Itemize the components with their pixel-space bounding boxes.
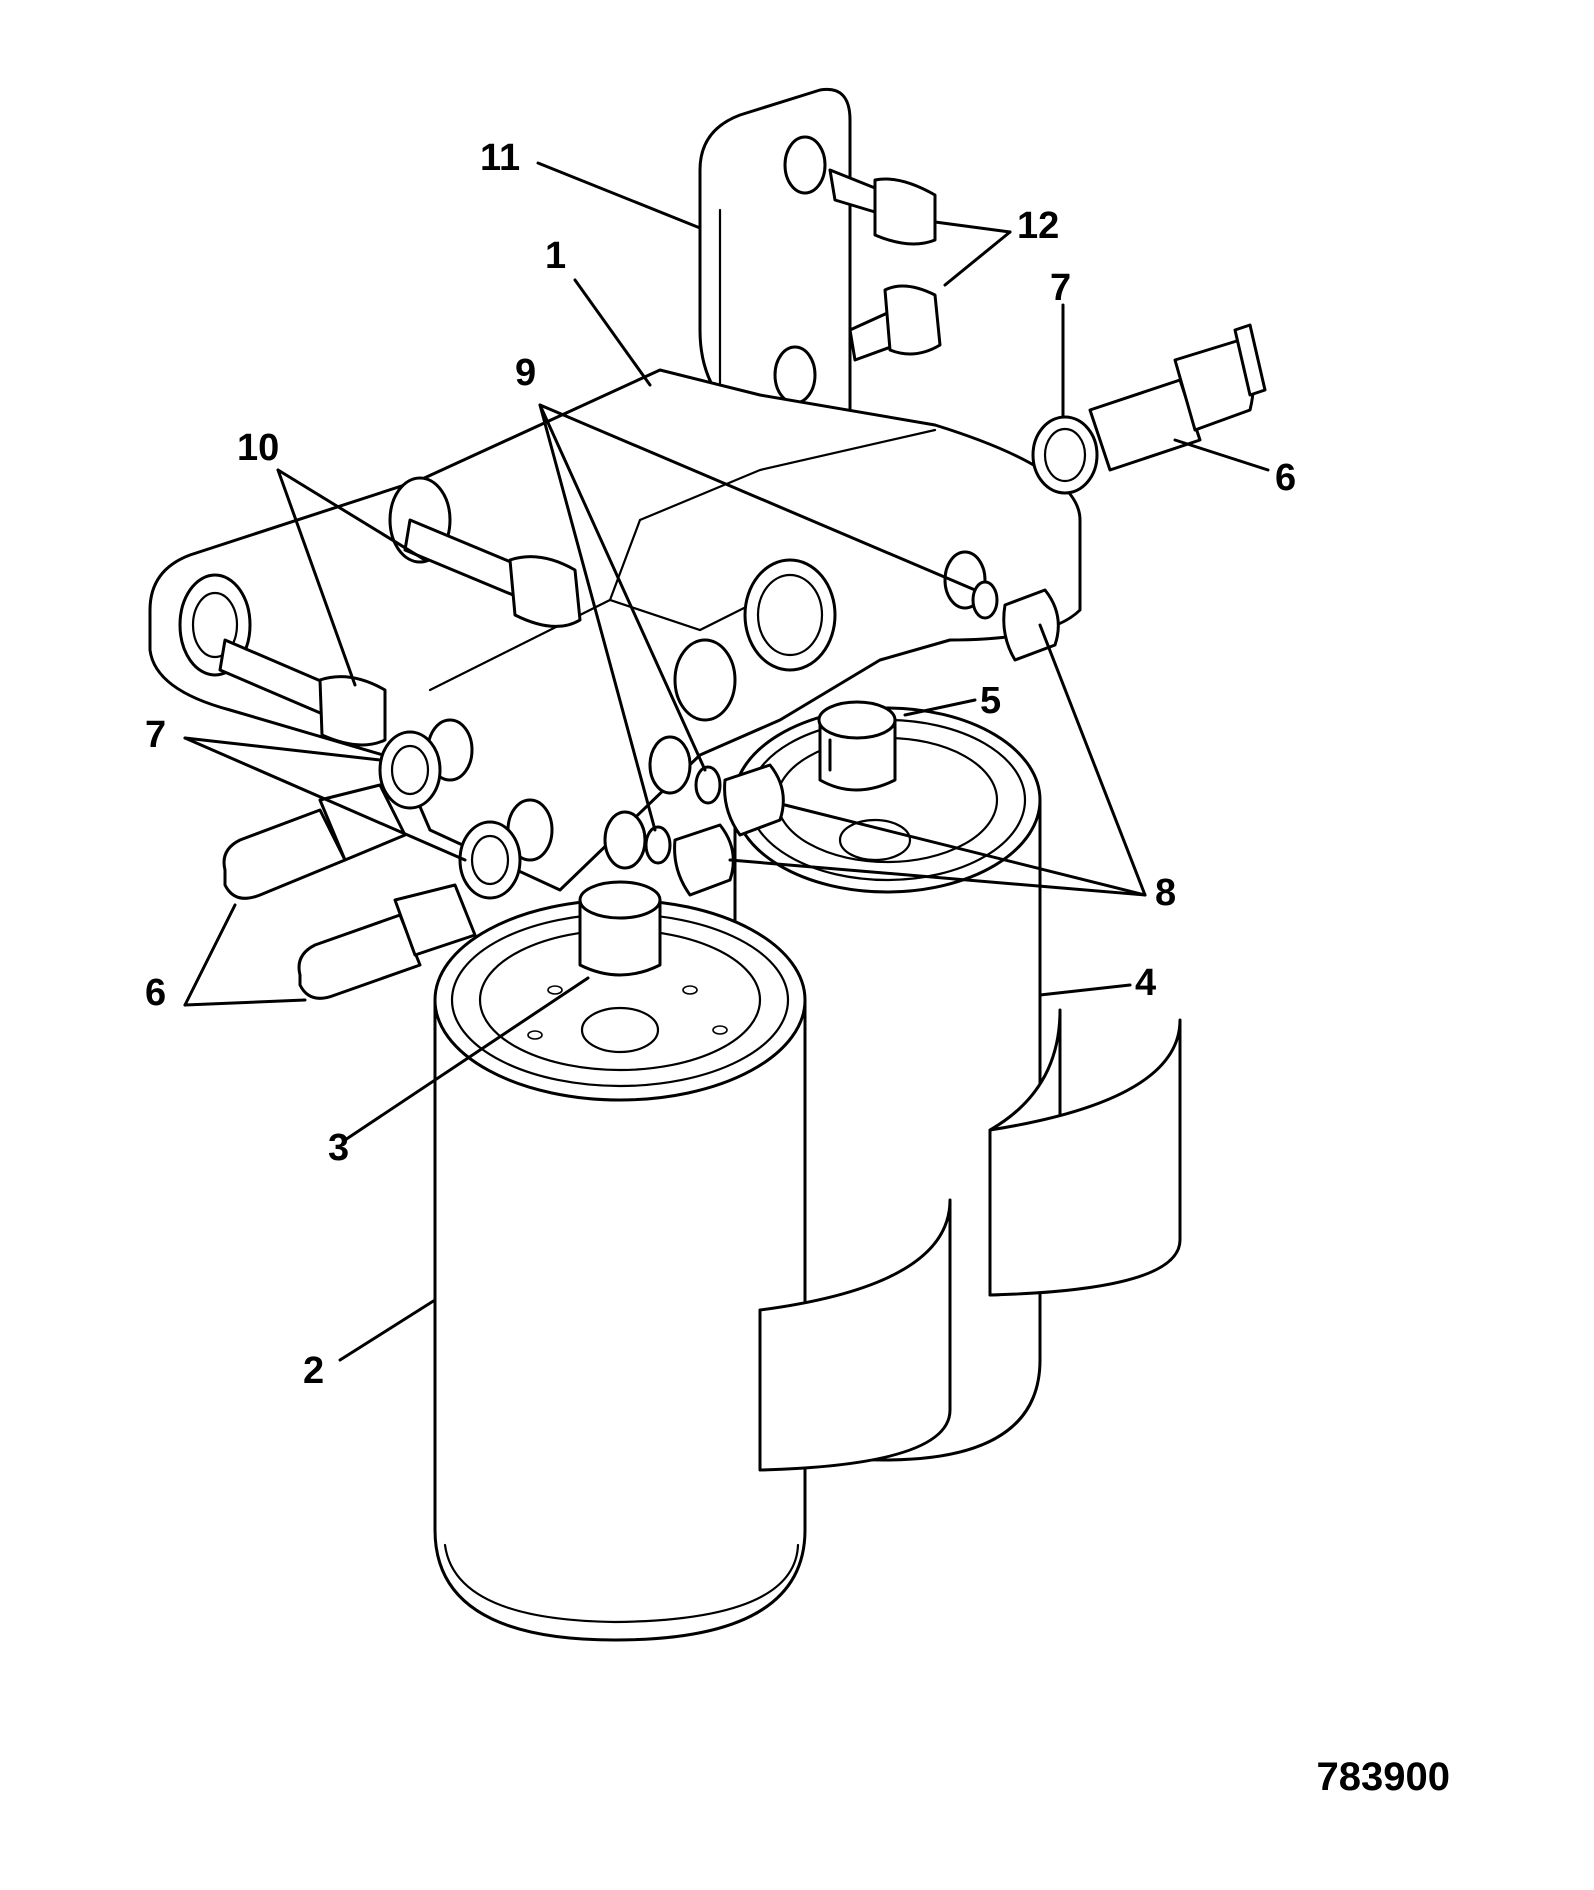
bracket-bolts — [828, 168, 942, 362]
figure-id: 783900 — [1317, 1755, 1450, 1799]
front-threaded-adaptor — [578, 880, 662, 977]
callout-11: 11 — [480, 137, 520, 179]
blanking-plugs — [673, 588, 1060, 897]
callout-6-left: 6 — [145, 972, 166, 1014]
front-filter-canister — [433, 898, 952, 1642]
left-sensors — [222, 783, 477, 1000]
callout-1: 1 — [545, 235, 566, 277]
callout-9: 9 — [515, 352, 536, 394]
filter-head-casting — [148, 368, 1082, 892]
callout-7-left: 7 — [145, 714, 166, 756]
callout-4: 4 — [1135, 962, 1156, 1004]
callout-8: 8 — [1155, 872, 1176, 914]
callout-2: 2 — [303, 1350, 324, 1392]
head-bolts — [218, 518, 582, 747]
callout-3: 3 — [328, 1127, 349, 1169]
rear-threaded-adaptor — [817, 700, 897, 792]
mounting-bracket — [698, 87, 852, 522]
callout-10: 10 — [237, 427, 279, 469]
left-sealing-washers — [378, 730, 522, 900]
rear-filter-canister — [732, 706, 1182, 1462]
leader-lines — [183, 161, 1270, 1362]
right-sensor — [1088, 323, 1267, 472]
callouts: 11 1 12 7 6 9 10 5 7 8 4 6 3 2 — [145, 137, 1296, 1392]
callout-6-right: 6 — [1275, 457, 1296, 499]
right-sealing-washer — [1031, 415, 1099, 495]
callout-12: 12 — [1017, 205, 1059, 247]
o-rings — [644, 580, 999, 865]
callout-5: 5 — [980, 680, 1001, 722]
callout-7-right: 7 — [1050, 267, 1071, 309]
